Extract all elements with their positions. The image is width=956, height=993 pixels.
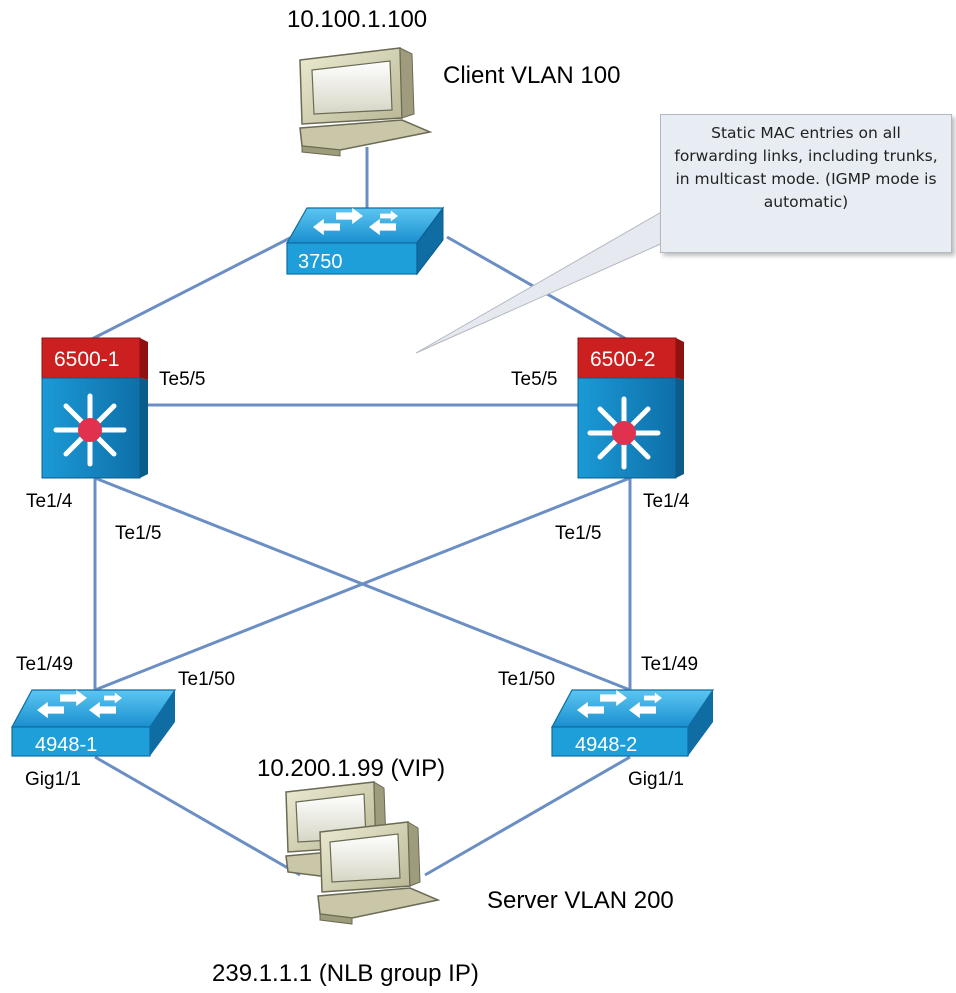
callout-text: Static MAC entries on all forwarding lin… <box>674 124 938 211</box>
port-label-6500-2-te1-4: Te1/4 <box>643 491 690 512</box>
port-label-4948-2-te1-50: Te1/50 <box>498 669 556 690</box>
client-pc-icon <box>299 47 433 157</box>
server-vip-label: 10.200.1.99 (VIP) <box>257 755 446 782</box>
server-group-ip-label: 239.1.1.1 (NLB group IP) <box>212 960 479 987</box>
core-6500-1-label: 6500-1 <box>54 348 119 371</box>
port-label-4948-1-gig1-1: Gig1/1 <box>25 769 81 790</box>
port-label-6500-1-te1-4: Te1/4 <box>26 491 73 512</box>
callout-box <box>660 114 952 253</box>
links <box>89 147 632 877</box>
port-label-6500-1-te1-5: Te1/5 <box>115 523 162 544</box>
client-vlan-label: Client VLAN 100 <box>443 62 621 89</box>
core-6500-2-label: 6500-2 <box>590 348 655 371</box>
link-4948-2-server <box>424 755 631 877</box>
port-label-6500-1-te5-5: Te5/5 <box>159 369 206 390</box>
switch-4948-1-icon <box>10 689 177 757</box>
switch-4948-2-icon <box>550 689 715 757</box>
client-ip-label: 10.100.1.100 <box>287 6 428 33</box>
switch-4948-1-label: 4948-1 <box>35 734 97 756</box>
port-label-4948-2-te1-49: Te1/49 <box>641 654 699 675</box>
core-switch-6500-1-icon <box>41 337 148 479</box>
switch-4948-2-label: 4948-2 <box>575 734 637 756</box>
port-label-6500-2-te1-5: Te1/5 <box>555 523 602 544</box>
switch-3750-icon <box>285 206 445 276</box>
server-pc-icon <box>285 781 441 925</box>
switch-3750-label: 3750 <box>298 251 343 273</box>
core-switch-6500-2-icon <box>577 337 684 479</box>
link-3750-6500-1 <box>89 235 293 342</box>
port-label-6500-2-te5-5: Te5/5 <box>511 369 558 390</box>
link-6500-2-4948-1 <box>94 476 631 692</box>
port-label-4948-1-te1-50: Te1/50 <box>178 669 236 690</box>
callout-pointer <box>415 209 666 354</box>
server-vlan-label: Server VLAN 200 <box>487 887 674 914</box>
port-label-4948-1-te1-49: Te1/49 <box>16 654 74 675</box>
link-4948-1-server <box>94 755 301 877</box>
port-label-4948-2-gig1-1: Gig1/1 <box>628 769 684 790</box>
